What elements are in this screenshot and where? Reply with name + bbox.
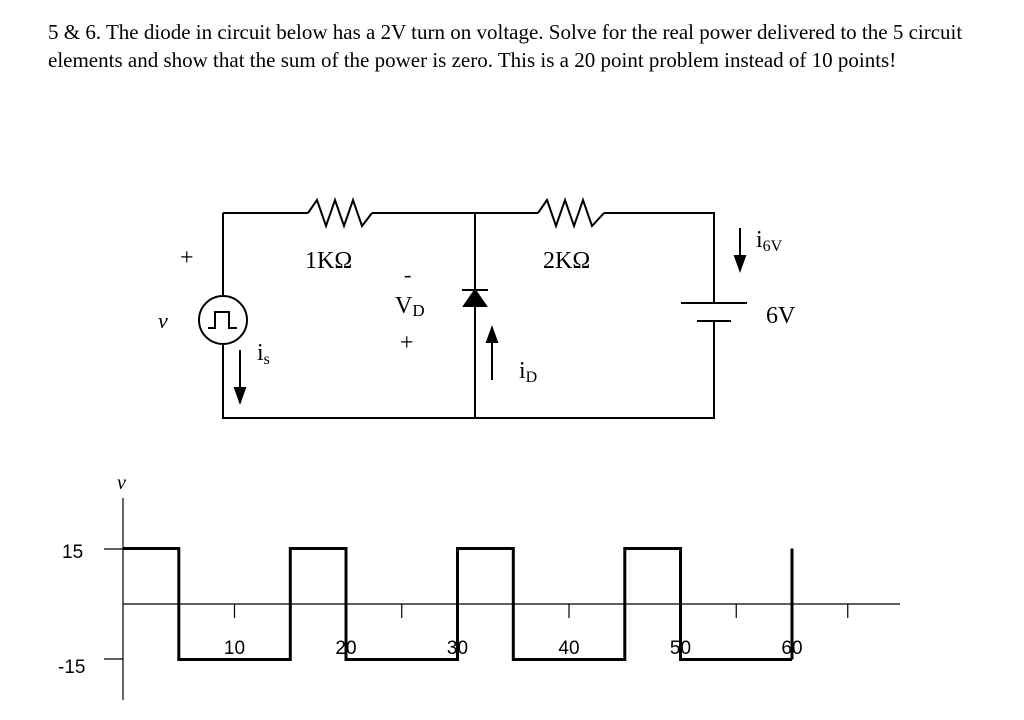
arrow-id-head [485,325,499,343]
resistor-2k-label: 2KΩ [543,248,590,274]
battery-voltage-label: 6V [766,303,796,329]
waveform-chart: v 15 -15 102030405060 [58,472,900,700]
resistor-1k-label: 1KΩ [305,248,352,274]
problem-statement: 5 & 6. The diode in circuit below has a … [48,20,963,72]
wire-top-right [604,212,715,303]
y-tick-label-15: 15 [62,542,83,563]
diode-plus-label: + [400,330,414,356]
y-axis-label: v [117,472,126,494]
resistor-2k [537,196,605,230]
arrow-i6v-head [733,255,747,273]
source-current-label: is [257,340,270,368]
resistor-1k [307,196,373,230]
x-tick-label: 10 [224,638,245,659]
x-tick-label: 40 [558,638,579,659]
battery-current-label: i6V [756,227,783,255]
source-voltage-label: v [158,308,168,333]
square-pulse-icon [208,311,237,329]
diode-voltage-label: VD [395,293,425,320]
arrow-is-head [233,387,247,405]
diode-symbol [462,288,488,307]
circuit-labels: 1KΩ 2KΩ + v is - VD + iD i6V 6V [158,227,796,386]
diode-minus-label: - [404,262,411,287]
wire-left-lower [222,321,715,419]
source-plus-label: + [180,245,194,271]
y-tick-label-neg15: -15 [58,657,85,678]
square-wave-source [198,295,248,345]
square-wave-trace [123,547,792,661]
diode-current-label: iD [519,358,537,386]
circuit-diagram [198,196,747,419]
